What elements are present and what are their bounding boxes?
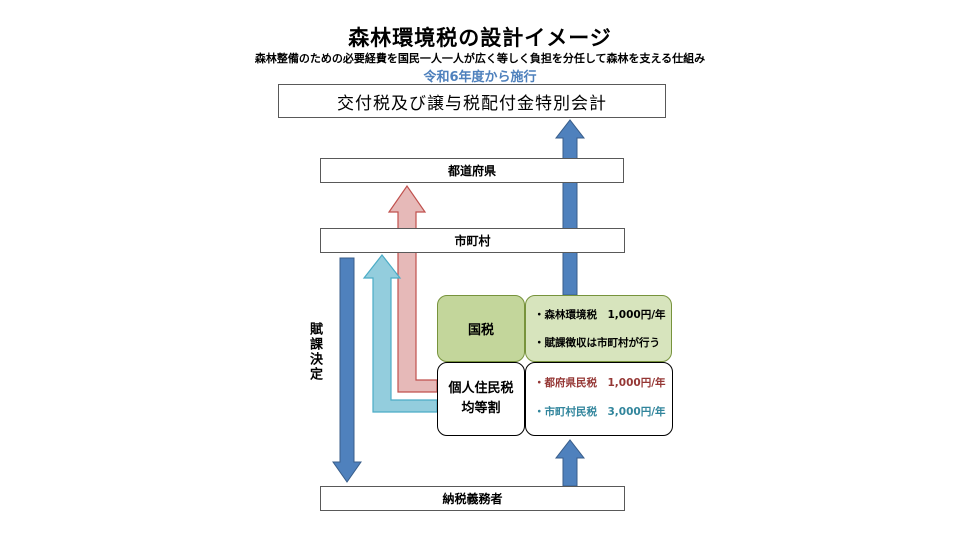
- resident-tax-label-2: 均等割: [461, 401, 501, 416]
- prefecture-label: 都道府県: [447, 164, 496, 178]
- diagram-title: 森林環境税の設計イメージ: [348, 26, 612, 50]
- assessment-label: 賦課決定: [307, 322, 322, 382]
- taxpayer-label: 納税義務者: [442, 492, 503, 506]
- resident-tax-label-1: 個人住民税: [448, 381, 514, 396]
- collection-note-line: ・賦課徴収は市町村が行う: [534, 337, 660, 349]
- prefecture-box: 都道府県: [320, 158, 624, 183]
- diagram-subtitle: 森林整備のための必要経費を国民一人一人が広く等しく負担を分任して森林を支える仕組…: [254, 52, 706, 65]
- special-account-label: 交付税及び譲与税配付金特別会計: [337, 93, 607, 114]
- municipality-box: 市町村: [320, 228, 625, 253]
- special-account-box: 交付税及び譲与税配付金特別会計: [278, 84, 666, 118]
- resident-tax-detail: ・都府県民税 1,000円/年 ・市町村民税 3,000円/年: [525, 362, 673, 436]
- arrow-resident-to-prefecture: [387, 184, 438, 393]
- taxpayer-box: 納税義務者: [320, 486, 625, 511]
- national-tax-box: 国税: [437, 295, 525, 362]
- enforcement-note: 令和6年度から施行: [423, 70, 537, 85]
- arrow-assessment-down: [332, 257, 362, 483]
- municipal-tax-line: ・市町村民税 3,000円/年: [534, 406, 666, 418]
- prefectural-tax-line: ・都府県民税 1,000円/年: [534, 377, 666, 389]
- arrow-national-to-special-account: [554, 119, 586, 296]
- national-tax-detail: ・森林環境税 1,000円/年 ・賦課徴収は市町村が行う: [525, 295, 672, 362]
- municipality-label: 市町村: [454, 234, 491, 248]
- national-tax-label: 国税: [467, 323, 494, 338]
- forest-env-tax-line: ・森林環境税 1,000円/年: [534, 309, 666, 321]
- resident-tax-box: 個人住民税 均等割: [437, 362, 525, 436]
- arrow-taxpayer-to-resident-tax: [554, 439, 586, 487]
- arrow-resident-to-municipality: [362, 254, 438, 413]
